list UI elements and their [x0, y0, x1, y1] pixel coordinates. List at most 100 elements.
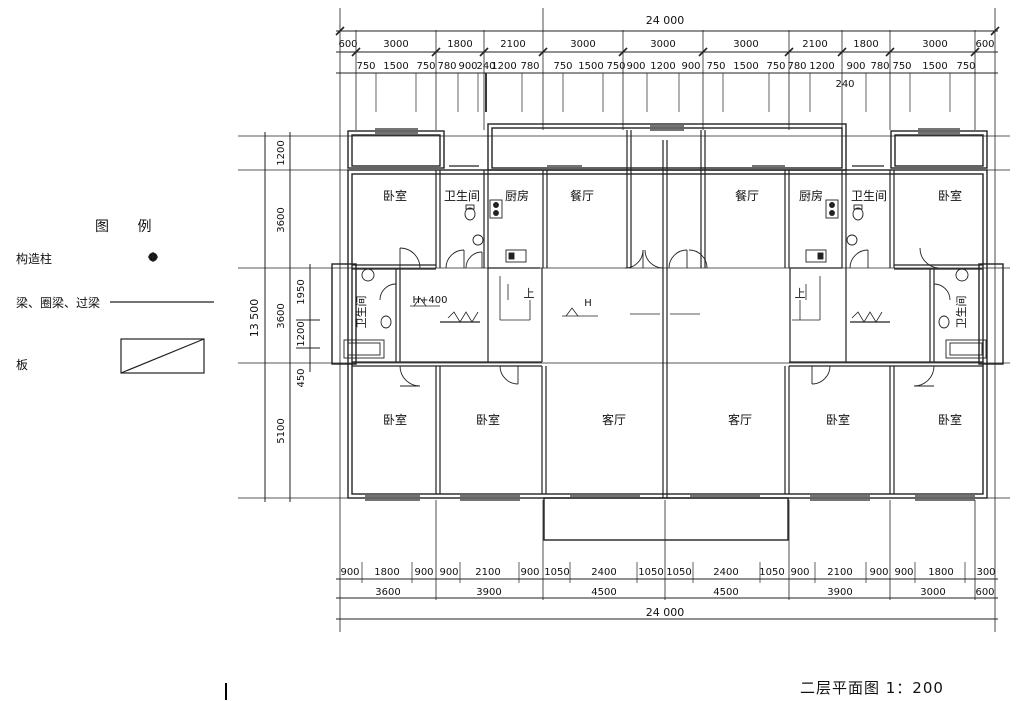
dim-top-row2: 750 — [892, 61, 911, 72]
dim-bottom-row2: 3900 — [827, 587, 852, 598]
dim-left-inner: 1200 — [296, 321, 307, 346]
room-dining: 餐厅 — [570, 188, 594, 203]
dim-top-row1: 1800 — [447, 39, 472, 50]
room-bedroom: 卧室 — [826, 412, 850, 427]
dim-top-row2: 900 — [458, 61, 477, 72]
dim-top-row2: 1200 — [650, 61, 675, 72]
dim-top-row2: 780 — [787, 61, 806, 72]
dim-top-row2: 780 — [437, 61, 456, 72]
dim-bottom-row1: 1050 — [759, 567, 784, 578]
dim-bottom-row2: 3000 — [920, 587, 945, 598]
windows — [365, 125, 975, 501]
dim-top-row2: 750 — [356, 61, 375, 72]
dim-top-row2: 750 — [956, 61, 975, 72]
dim-top-note: 240 — [835, 79, 854, 90]
drawing-caption: 二层平面图 1：200 — [800, 679, 944, 697]
dim-bottom-row1: 1800 — [374, 567, 399, 578]
dim-bottom-row1: 1800 — [928, 567, 953, 578]
left-dimension-lines — [264, 132, 320, 502]
room-bedroom: 卧室 — [476, 412, 500, 427]
stairs — [410, 276, 883, 323]
legend-column-label: 构造柱 — [16, 252, 53, 266]
dim-bottom-row1: 1050 — [666, 567, 691, 578]
dim-left-outer: 3600 — [276, 207, 287, 232]
dim-top-row2: 1200 — [491, 61, 516, 72]
dim-bottom-row2: 4500 — [713, 587, 738, 598]
dim-bottom-row1: 300 — [976, 567, 995, 578]
interior-walls — [352, 130, 983, 498]
room-bathroom-vertical: 卫生间 — [354, 296, 368, 329]
dim-bottom-row1: 900 — [414, 567, 433, 578]
legend-beam-label: 梁、圈梁、过梁 — [16, 296, 101, 310]
dim-top-row1: 3000 — [733, 39, 758, 50]
room-living: 客厅 — [602, 412, 626, 427]
bottom-dimension-lines — [336, 562, 998, 620]
room-bathroom: 卫生间 — [444, 189, 480, 203]
dim-top-row2: 750 — [606, 61, 625, 72]
dim-top-row2: 750 — [553, 61, 572, 72]
room-bathroom: 卫生间 — [851, 189, 887, 203]
room-kitchen: 厨房 — [799, 188, 823, 203]
dim-bottom-row1: 900 — [894, 567, 913, 578]
dim-top-row1: 3000 — [570, 39, 595, 50]
dim-bottom-row1: 1050 — [544, 567, 569, 578]
dim-bottom-row2: 600 — [975, 587, 994, 598]
dim-top-row2: 240 — [476, 61, 495, 72]
stair-up-label: 上 — [524, 287, 535, 300]
dim-top-row1: 2100 — [802, 39, 827, 50]
dim-bottom-row1: 2400 — [591, 567, 616, 578]
dim-left-inner: 1950 — [296, 279, 307, 304]
top-dimension-lines — [335, 26, 1000, 112]
dim-bottom-row1: 1050 — [638, 567, 663, 578]
stair-up-label: 上 — [795, 287, 806, 300]
dim-top-row1: 3000 — [650, 39, 675, 50]
legend-graphics — [110, 252, 214, 374]
dim-top-row1: 3000 — [922, 39, 947, 50]
room-bathroom-vertical: 卫生间 — [954, 296, 968, 329]
dim-top-row2: 1500 — [733, 61, 758, 72]
dim-bottom-row2: 4500 — [591, 587, 616, 598]
dim-top-row1: 600 — [975, 39, 994, 50]
dim-left-outer: 1200 — [276, 140, 287, 165]
dim-top-row2: 1500 — [578, 61, 603, 72]
level-h400-label: H+400 — [413, 295, 448, 306]
dim-left-outer: 3600 — [276, 303, 287, 328]
dim-top-row1: 3000 — [383, 39, 408, 50]
room-bedroom: 卧室 — [938, 412, 962, 427]
dim-bottom-row1: 900 — [439, 567, 458, 578]
dim-top-row2: 750 — [416, 61, 435, 72]
dim-top-row1: 1800 — [853, 39, 878, 50]
dim-top-row2: 780 — [870, 61, 889, 72]
room-labels: 卧室卫生间厨房餐厅餐厅厨房卫生间卧室卧室卧室客厅客厅卧室卧室卫生间卫生间上上HH… — [354, 188, 968, 427]
room-bedroom: 卧室 — [383, 188, 407, 203]
dim-bottom-row1: 2100 — [827, 567, 852, 578]
dim-top-total: 24 000 — [646, 14, 685, 27]
slab-symbol — [120, 338, 205, 374]
room-living: 客厅 — [728, 412, 752, 427]
dim-top-row2: 750 — [766, 61, 785, 72]
grid-lines — [238, 8, 1010, 632]
room-bedroom: 卧室 — [938, 188, 962, 203]
dim-bottom-row2: 3600 — [375, 587, 400, 598]
dim-bottom-row1: 900 — [520, 567, 539, 578]
text-cursor — [225, 683, 227, 700]
dim-left-total: 13 500 — [248, 299, 261, 338]
dim-top-row2: 750 — [706, 61, 725, 72]
dim-bottom-row1: 900 — [790, 567, 809, 578]
dim-top-row2: 900 — [846, 61, 865, 72]
dim-top-row2: 780 — [520, 61, 539, 72]
dim-left-inner: 450 — [296, 368, 307, 387]
dim-top-row2: 1500 — [383, 61, 408, 72]
dim-top-row2: 1200 — [809, 61, 834, 72]
fixtures — [343, 199, 987, 359]
dim-top-row1: 600 — [338, 39, 357, 50]
room-bedroom: 卧室 — [383, 412, 407, 427]
dim-bottom-row2: 3900 — [476, 587, 501, 598]
room-kitchen: 厨房 — [505, 188, 529, 203]
dim-bottom-row1: 900 — [869, 567, 888, 578]
dim-left-outer: 5100 — [276, 418, 287, 443]
room-dining: 餐厅 — [735, 188, 759, 203]
dim-bottom-row1: 900 — [340, 567, 359, 578]
level-h-label: H — [584, 298, 592, 309]
